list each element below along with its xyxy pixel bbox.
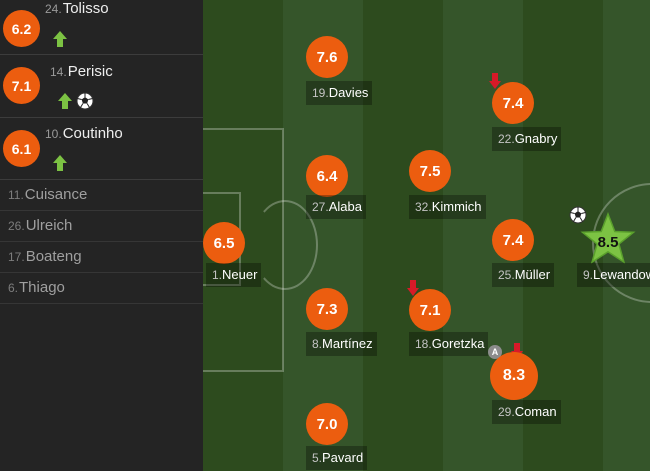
player-number: 5.	[312, 451, 323, 465]
rating-badge: 8.3	[490, 352, 538, 400]
bench-row[interactable]: 17.Boateng	[0, 242, 203, 273]
player-name: Pavard	[322, 450, 364, 465]
rating-value: 8.5	[597, 233, 619, 251]
bench-row[interactable]: 6.Thiago	[0, 273, 203, 304]
player-name: Alaba	[328, 199, 362, 214]
rating-badge: 7.0	[306, 403, 348, 445]
ball-icon	[569, 206, 587, 224]
player-label[interactable]: 27.Alaba	[306, 195, 366, 219]
bench-row[interactable]: 11.Cuisance	[0, 180, 203, 211]
player-name: Thiago	[19, 279, 65, 296]
substitutes-panel: 6.2 24.Tolisso 7.1 14.Perisic 6.1 10.Cou…	[0, 0, 203, 471]
player-label[interactable]: 9.Lewandowski	[577, 263, 650, 287]
rating-badge: 7.3	[306, 288, 348, 330]
player-name: Ulreich	[25, 217, 73, 234]
rating-badge: 7.1	[3, 67, 40, 104]
player-number: 18.	[415, 337, 432, 351]
player-number: 19.	[312, 86, 329, 100]
rating-badge: 6.5	[203, 222, 245, 264]
rating-badge: 7.4	[492, 82, 534, 124]
rating-badge: 6.4	[306, 155, 348, 197]
rating-badge: 6.1	[3, 130, 40, 167]
player-label[interactable]: 8.Martínez	[306, 332, 377, 356]
player-label[interactable]: 22.Gnabry	[492, 127, 562, 151]
player-name: Kimmich	[431, 199, 482, 214]
player-name: Goretzka	[431, 336, 485, 351]
arrow-up-icon	[53, 31, 67, 47]
player-label[interactable]: 19.Davies	[306, 81, 373, 105]
captain-icon: A	[488, 345, 502, 359]
player-number: 8.	[312, 337, 323, 351]
player-label[interactable]: 1.Neuer	[206, 263, 262, 287]
rating-badge: 7.6	[306, 36, 348, 78]
player-name: Cuisance	[24, 186, 88, 203]
player-number: 29.	[498, 405, 515, 419]
player-name-line[interactable]: 14.Perisic	[50, 63, 113, 80]
rating-badge: 7.5	[409, 150, 451, 192]
player-name: Neuer	[222, 267, 258, 282]
player-name: Coman	[514, 404, 557, 419]
substitute-row[interactable]: 6.1 10.Coutinho	[0, 118, 203, 180]
player-name: Lewandowski	[593, 267, 650, 282]
player-label[interactable]: 5.Pavard	[306, 446, 368, 470]
player-number: 1.	[212, 268, 223, 282]
player-name: Müller	[514, 267, 551, 282]
substitute-row[interactable]: 7.1 14.Perisic	[0, 55, 203, 118]
player-name-line[interactable]: 10.Coutinho	[45, 125, 123, 142]
player-name: Davies	[328, 85, 369, 100]
arrow-up-icon	[58, 93, 72, 109]
bench-row[interactable]: 26.Ulreich	[0, 211, 203, 242]
player-number: 6.	[8, 281, 19, 295]
player-label[interactable]: 32.Kimmich	[409, 195, 486, 219]
player-number: 26.	[8, 219, 25, 233]
player-number: 27.	[312, 200, 329, 214]
ball-icon	[76, 92, 94, 110]
player-number: 22.	[498, 132, 515, 146]
rating-badge: 7.1	[409, 289, 451, 331]
star-icon	[580, 212, 636, 264]
player-number: 11.	[8, 188, 24, 202]
player-number: 9.	[583, 268, 594, 282]
player-number: 10.	[45, 127, 62, 141]
player-label[interactable]: 29.Coman	[492, 400, 561, 424]
player-name: Boateng	[25, 248, 82, 265]
player-name-line[interactable]: 24.Tolisso	[45, 0, 109, 17]
player-label[interactable]: 25.Müller	[492, 263, 555, 287]
player-name: Gnabry	[514, 131, 558, 146]
arrow-down-icon	[407, 280, 419, 296]
rating-badge: 6.2	[3, 10, 40, 47]
substitute-row[interactable]: 6.2 24.Tolisso	[0, 0, 203, 55]
player-name: Martínez	[322, 336, 373, 351]
pitch: 6.5 1.Neuer 7.6 19.Davies 6.4 27.Alaba 7…	[203, 0, 650, 471]
player-label[interactable]: 18.Goretzka	[409, 332, 489, 356]
player-number: 14.	[50, 65, 67, 79]
arrow-down-icon	[489, 73, 501, 89]
player-name: Perisic	[67, 63, 113, 80]
player-name: Tolisso	[62, 0, 109, 17]
player-number: 17.	[8, 250, 25, 264]
player-number: 25.	[498, 268, 515, 282]
player-number: 24.	[45, 2, 62, 16]
rating-badge: 7.4	[492, 219, 534, 261]
penalty-arc	[252, 200, 318, 290]
arrow-up-icon	[53, 155, 67, 171]
pitch-stripe	[363, 0, 443, 471]
player-name: Coutinho	[62, 125, 123, 142]
player-number: 32.	[415, 200, 432, 214]
motm-badge: 8.5	[580, 212, 636, 268]
